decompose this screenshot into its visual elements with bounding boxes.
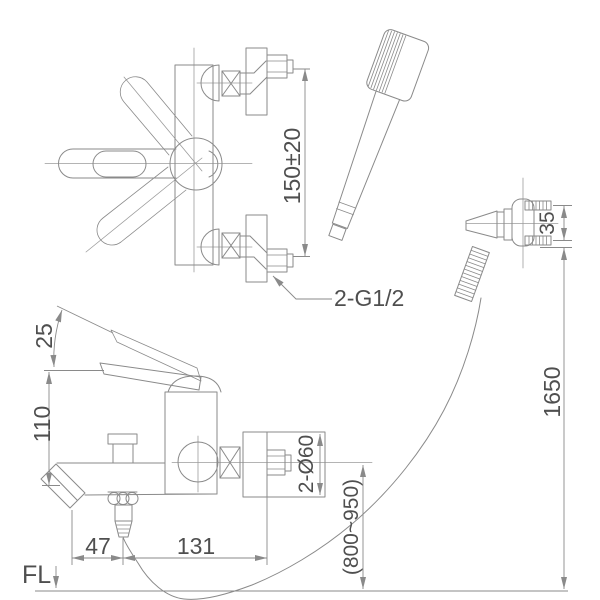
bracket-screw-bottom (524, 235, 552, 246)
handle-pivot (169, 137, 223, 191)
spout-outlet (40, 463, 86, 509)
valve-cap (177, 441, 219, 483)
side-view-mixer (40, 329, 373, 538)
dim-connection-thread-label: 2-G1/2 (334, 285, 404, 311)
lever-handle-lower (96, 166, 187, 246)
lever-handle-upper (119, 76, 193, 156)
shower-hose (122, 297, 482, 600)
dim-spout-reach-label: 47 (85, 533, 111, 559)
plan-view-mixer (44, 47, 294, 283)
wall-connection (219, 431, 326, 498)
lever-raised-position (110, 329, 202, 382)
dim-wall-offset-label: 131 (177, 533, 215, 559)
dim-handle-angle-label: 25 (31, 323, 57, 349)
dim-bracket-height-label: 1650 (539, 366, 565, 417)
lever-handle-horizontal (58, 148, 177, 179)
floor-level-label: FL (22, 561, 51, 589)
hose-ribbed-end (454, 245, 490, 303)
bracket-screw-top (524, 200, 552, 211)
shower-head (328, 29, 430, 241)
dim-body-height-label: 110 (29, 406, 55, 443)
inlet-connection-bottom (200, 214, 294, 283)
inlet-connection-top (200, 47, 294, 116)
dimensions: 150±20 2-G1/2 35 1650 2-Ø60 (800~950) 25… (22, 68, 572, 592)
spout-arm (56, 462, 218, 496)
wall-bracket (465, 177, 559, 269)
hand-shower (122, 29, 559, 600)
dim-bracket-screws-label: 35 (536, 211, 559, 234)
dim-inlet-spacing-label: 150±20 (279, 128, 305, 205)
mixer-body-plan (174, 64, 214, 266)
dim-hose-drop-label: (800~950) (340, 479, 363, 575)
hose-outlet (107, 491, 139, 538)
diverter-knob (107, 433, 138, 464)
dim-wall-flange-label: 2-Ø60 (295, 435, 318, 493)
